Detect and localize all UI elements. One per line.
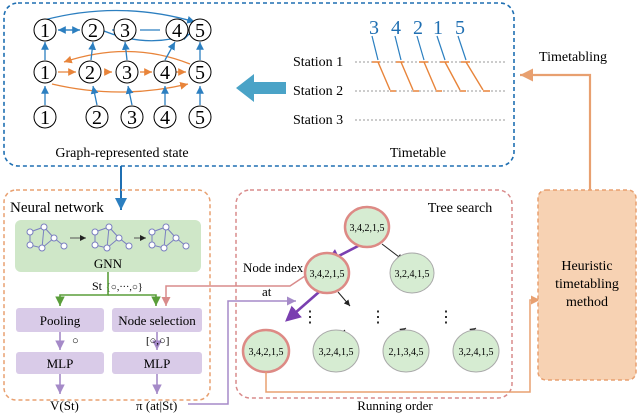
tree-node-l1-left bbox=[303, 251, 351, 295]
station-1-label: Station 1 bbox=[293, 55, 343, 70]
gnn-graph-icon bbox=[26, 223, 190, 252]
timetabling-label: Timetabling bbox=[539, 50, 607, 65]
graph-node: 3 bbox=[127, 107, 137, 129]
train-number: 1 bbox=[433, 17, 443, 39]
node-selection-output: [○,○] bbox=[146, 335, 169, 347]
tree-node-l2-d bbox=[452, 329, 500, 373]
pooling-box bbox=[16, 308, 104, 332]
tree-node-l2-c bbox=[382, 329, 430, 373]
tree-node-label: 3,2,4,1,5 bbox=[319, 347, 354, 358]
graph-nodes: 1 2 3 4 5 1 2 3 4 5 1 2 3 4 5 bbox=[33, 18, 212, 129]
station-3-label: Station 3 bbox=[293, 113, 343, 128]
train-number: 2 bbox=[413, 17, 423, 39]
gnn-label: GNN bbox=[94, 256, 123, 271]
graph-node: 3 bbox=[122, 62, 132, 84]
timetable: Station 1 Station 2 Station 3 3 4 2 1 5 bbox=[293, 17, 505, 128]
node-selection-box bbox=[112, 308, 202, 332]
tree-node-root bbox=[343, 205, 391, 249]
graph-node: 2 bbox=[88, 20, 98, 42]
tree-node-label: 3,4,2,1,5 bbox=[249, 347, 284, 358]
tree-node-label: 2,1,3,4,5 bbox=[389, 347, 424, 358]
timetabling-arrow bbox=[520, 68, 592, 190]
heuristic-label-line: Heuristic bbox=[561, 259, 612, 274]
st-label: St bbox=[92, 279, 103, 293]
heuristic-label-line: timetabling bbox=[555, 277, 619, 292]
at-label: at bbox=[262, 284, 272, 299]
graph-node: 5 bbox=[195, 62, 205, 84]
heuristic-panel bbox=[537, 189, 637, 381]
running-order-arrow bbox=[265, 295, 540, 393]
timetable-caption: Timetable bbox=[390, 146, 446, 161]
graph-node: 2 bbox=[92, 107, 102, 129]
graph-node: 4 bbox=[160, 62, 170, 84]
node-index-arrow bbox=[161, 275, 306, 306]
graph-node: 1 bbox=[40, 107, 50, 129]
ellipsis: ⋮ bbox=[370, 309, 386, 326]
state-caption: Graph-represented state bbox=[55, 146, 188, 161]
train-number: 3 bbox=[369, 17, 379, 39]
mlp-right-box bbox=[112, 352, 202, 374]
graph-node: 5 bbox=[195, 107, 205, 129]
mlp-left-label: MLP bbox=[47, 356, 74, 371]
transform-arrow-icon bbox=[236, 74, 286, 102]
policy-output: π (at|St) bbox=[136, 398, 177, 413]
mlp-right-label: MLP bbox=[144, 356, 171, 371]
graph-node: 5 bbox=[195, 20, 205, 42]
tree-search-panel bbox=[235, 189, 513, 399]
gnn-to-selection-arrow bbox=[108, 294, 161, 306]
heuristic-label-line: method bbox=[566, 295, 608, 310]
ellipsis: ⋮ bbox=[438, 309, 454, 326]
train-number: 4 bbox=[391, 17, 401, 39]
train-number: 5 bbox=[455, 17, 465, 39]
tree-node-label: 3,4,2,1,5 bbox=[310, 269, 345, 280]
graph-node: 3 bbox=[120, 20, 130, 42]
graph-node: 1 bbox=[40, 62, 50, 84]
tree-node-label: 3,4,2,1,5 bbox=[350, 223, 385, 234]
mlp-left-box bbox=[16, 352, 104, 374]
tree-node-l2-b bbox=[312, 329, 360, 373]
graph-node: 4 bbox=[160, 107, 170, 129]
neural-network-title: Neural network bbox=[10, 200, 104, 216]
graph-node: 2 bbox=[85, 62, 95, 84]
node-selection-label: Node selection bbox=[118, 313, 196, 328]
tree-node-label: 3,2,4,1,5 bbox=[459, 347, 494, 358]
action-arrow bbox=[188, 296, 296, 405]
value-output: V(St) bbox=[50, 398, 79, 413]
tree-search-title: Tree search bbox=[428, 201, 492, 216]
running-order-label: Running order bbox=[357, 398, 433, 413]
tree-node-label: 3,2,4,1,5 bbox=[395, 269, 430, 280]
gnn-to-pooling-arrow bbox=[55, 272, 109, 306]
top-panel bbox=[3, 2, 515, 167]
station-2-label: Station 2 bbox=[293, 84, 343, 99]
neural-network-panel bbox=[3, 189, 211, 401]
tree-node-l1-right bbox=[389, 252, 435, 294]
node-index-label: Node index bbox=[243, 260, 304, 275]
graph-node: 4 bbox=[172, 20, 182, 42]
pool-output: ○ bbox=[72, 335, 79, 347]
st-set: {○,···,○} bbox=[106, 282, 143, 293]
pooling-label: Pooling bbox=[40, 313, 81, 328]
graph-node: 1 bbox=[40, 20, 50, 42]
ellipsis: ⋮ bbox=[302, 309, 318, 326]
